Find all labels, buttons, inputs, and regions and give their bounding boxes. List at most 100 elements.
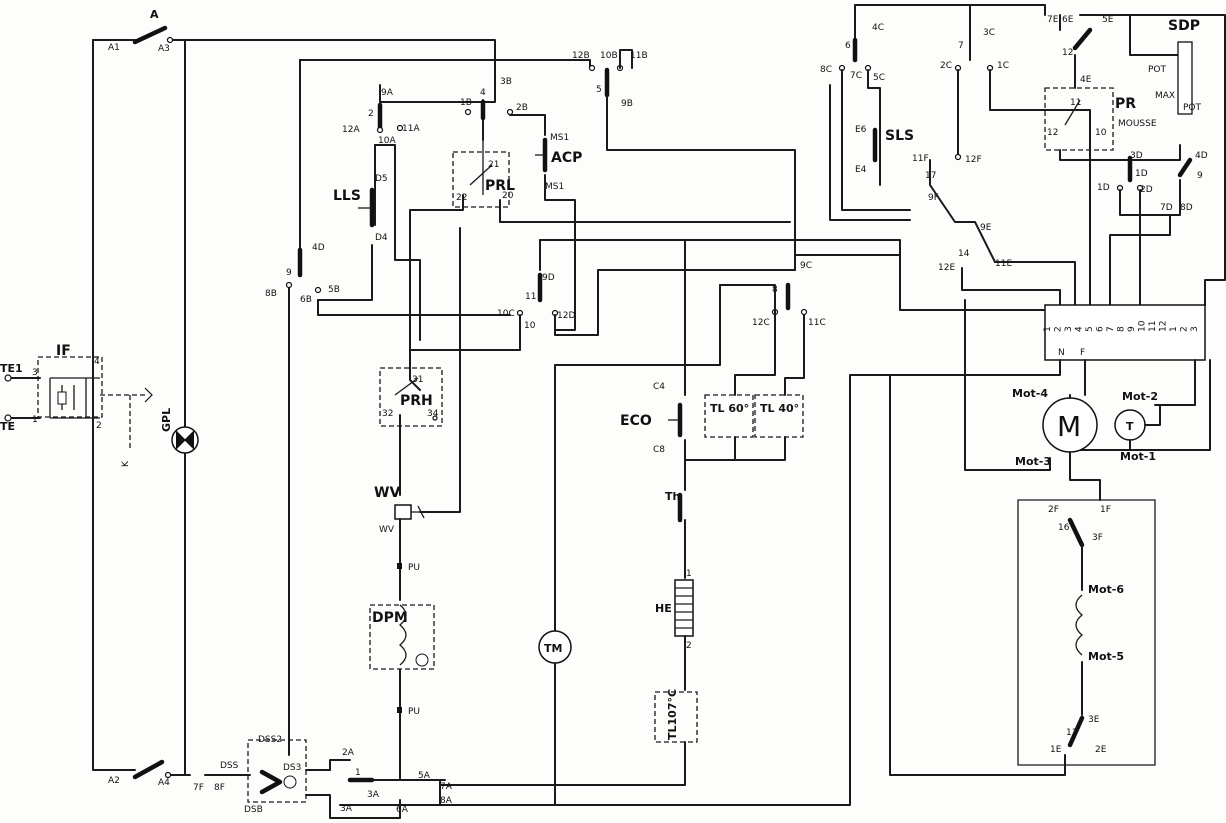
terminal-34: 34 bbox=[427, 409, 439, 419]
terminal-12e: 12E bbox=[938, 263, 955, 273]
label-mot6: Mot-6 bbox=[1088, 583, 1124, 596]
terminal-c4: C4 bbox=[653, 382, 665, 392]
terminal-21: 21 bbox=[488, 160, 499, 170]
connector-pin-label: 2 bbox=[1054, 326, 1064, 332]
label-he: HE bbox=[655, 602, 672, 615]
terminal-11e: 11E bbox=[995, 259, 1012, 269]
terminal-ms1-b: MS1 bbox=[545, 182, 564, 192]
terminal-8c: 8C bbox=[820, 65, 832, 75]
terminal-11c: 11C bbox=[808, 318, 826, 328]
drain-pump: DPM PU bbox=[369, 604, 441, 781]
connector-pin-label: 6 bbox=[1096, 326, 1106, 332]
label-mot2: Mot-2 bbox=[1122, 390, 1158, 403]
terminal-17: 17 bbox=[925, 171, 936, 181]
label-gpl: GPL bbox=[160, 408, 173, 432]
terminal-8d: 8D bbox=[1180, 203, 1193, 213]
terminal-4d-sel: 4D bbox=[1195, 151, 1208, 161]
terminal-8b: 8B bbox=[265, 289, 277, 299]
terminal-3e: 3E bbox=[1088, 715, 1100, 725]
connector-pin-label: 10 bbox=[1138, 320, 1148, 332]
label-pu-bottom: PU bbox=[408, 707, 420, 717]
terminal-3f: 3F bbox=[1092, 533, 1103, 543]
label-t: T bbox=[1126, 420, 1134, 433]
terminal-7c: 7C bbox=[850, 71, 862, 81]
door-switch-block: DSS2 DSS DSB DS3 7F 8F 2A 1 3A 3A 5A 7A … bbox=[193, 735, 453, 819]
terminal-10: 10 bbox=[524, 321, 536, 331]
label-tm: TM bbox=[544, 642, 562, 655]
terminal-2b: 2B bbox=[516, 103, 528, 113]
label-dpm: DPM bbox=[372, 610, 408, 626]
terminal-7d: 7D bbox=[1160, 203, 1173, 213]
terminal-9e: 9E bbox=[980, 223, 992, 233]
label-wv-bottom: WV bbox=[379, 525, 395, 535]
connector-pin-label: 7 bbox=[1106, 326, 1116, 332]
label-sls: SLS bbox=[885, 128, 914, 144]
terminal-7: 7 bbox=[958, 41, 964, 51]
component-a: A bbox=[150, 8, 159, 21]
terminal-10c: 10C bbox=[497, 309, 515, 319]
switch-9d: 9D 11 10C 10 12D bbox=[409, 239, 1046, 351]
terminal-6a: 6A bbox=[396, 805, 409, 815]
terminal-a4: A4 bbox=[158, 778, 170, 788]
terminal-11: 11 bbox=[525, 292, 536, 302]
terminal-5: 5 bbox=[596, 85, 602, 95]
selector-3c: 3C 7 2C 1C 12F bbox=[940, 28, 1091, 306]
terminal-2e: 2E bbox=[1095, 745, 1107, 755]
terminal-31: 31 bbox=[412, 375, 423, 385]
terminal-22: 22 bbox=[456, 193, 467, 203]
terminal-2d: 2D bbox=[1140, 185, 1153, 195]
switch-9c: 9C 8 12C 11C bbox=[339, 254, 901, 806]
terminal-d5: D5 bbox=[375, 174, 388, 184]
connector-pin-label: 2 bbox=[1180, 326, 1190, 332]
terminal-1c: 1C bbox=[997, 61, 1009, 71]
terminal-5e: 5E bbox=[1102, 15, 1114, 25]
acp-switch: ACP MS1 MS1 bbox=[509, 114, 582, 331]
selector-9e: 11F 17 9F 9E 14 12E 11E bbox=[912, 154, 1076, 306]
terminal-12-pr: 12 bbox=[1047, 128, 1058, 138]
label-if: IF bbox=[56, 343, 71, 359]
label-tl40: TL 40° bbox=[760, 402, 799, 415]
terminal-a1: A1 bbox=[108, 43, 120, 53]
terminal-10-pr: 10 bbox=[1095, 128, 1107, 138]
terminal-12d: 12D bbox=[557, 311, 575, 321]
label-pu-top: PU bbox=[408, 563, 420, 573]
terminal-2f: 2F bbox=[1048, 505, 1059, 515]
terminal-11a: 11A bbox=[402, 124, 420, 134]
heater-circuit: ECO C4 C8 TL 60° TL 40° Th bbox=[620, 239, 804, 579]
connector-pin-label: 12 bbox=[1159, 321, 1169, 332]
terminal-14: 14 bbox=[958, 249, 970, 259]
connector-pin-label: 5 bbox=[1085, 326, 1095, 332]
terminal-3c: 3C bbox=[983, 28, 995, 38]
terminal-9d: 9D bbox=[542, 273, 555, 283]
terminal-12a: 12A bbox=[342, 125, 360, 135]
terminal-13: 13 bbox=[1066, 728, 1077, 738]
label-dss2: DSS2 bbox=[258, 735, 282, 745]
terminal-7e: 7E bbox=[1047, 15, 1059, 25]
terminal-7a: 7A bbox=[440, 782, 453, 792]
terminal-6: 6 bbox=[845, 41, 851, 51]
terminal-2: 2 bbox=[368, 109, 374, 119]
terminal-1b: 1B bbox=[460, 98, 472, 108]
label-ds3: DS3 bbox=[283, 763, 301, 773]
label-th: Th bbox=[665, 490, 680, 503]
terminal-7f: 7F bbox=[193, 783, 204, 793]
connector-pin-label: 1 bbox=[1169, 326, 1179, 332]
motor: M T Mot-4 Mot-3 Mot-2 Mot-1 bbox=[964, 299, 1161, 501]
label-mot4: Mot-4 bbox=[1012, 387, 1048, 400]
terminal-12b: 12B bbox=[572, 51, 590, 61]
pin-if-3: 3 bbox=[32, 368, 38, 378]
connector-pin-label: 3 bbox=[1064, 326, 1074, 332]
terminal-3a: 3A bbox=[367, 790, 380, 800]
switch-4d: 4D 9 8B 6B 5B bbox=[265, 243, 511, 741]
terminal-20: 20 bbox=[502, 191, 514, 201]
terminal-9-sel: 9 bbox=[1197, 171, 1203, 181]
terminal-n: N bbox=[1058, 348, 1065, 358]
terminal-a3: A3 bbox=[158, 44, 170, 54]
pin-if-1: 1 bbox=[32, 415, 38, 425]
pin-he-1: 1 bbox=[686, 569, 692, 579]
label-eco: ECO bbox=[620, 413, 652, 429]
main-switch-a-bottom: A2 A4 bbox=[108, 759, 172, 788]
gpl-lamp: GPL bbox=[160, 408, 199, 454]
